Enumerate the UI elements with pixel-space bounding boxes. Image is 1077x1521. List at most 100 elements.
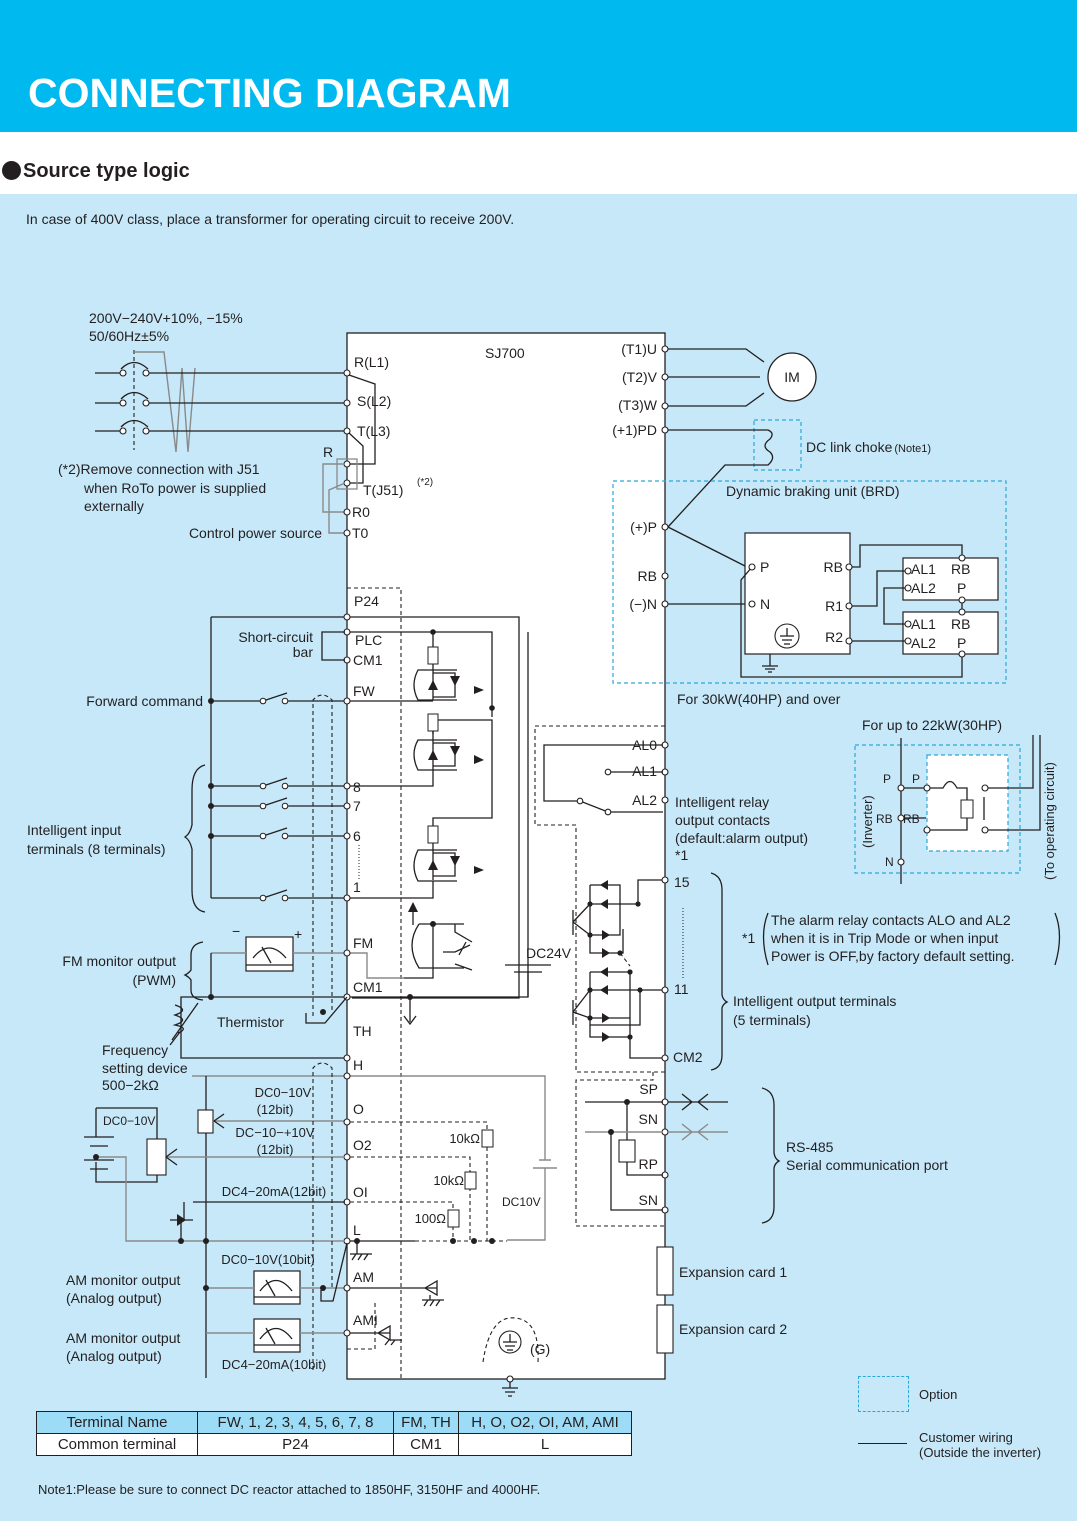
expansion-card-2-label: Expansion card 2 bbox=[679, 1321, 787, 1337]
label-h: H bbox=[353, 1057, 363, 1073]
th-analog: H, O, O2, OI, AM, AMI bbox=[458, 1411, 632, 1434]
main-power-wires bbox=[149, 372, 346, 432]
label-s: S(L2) bbox=[357, 393, 391, 409]
brd-n: N bbox=[760, 596, 770, 612]
dc-choke-icon bbox=[667, 429, 774, 528]
photocoupler-icons bbox=[413, 629, 495, 882]
dc-choke-label: DC link choke(Note1) bbox=[806, 439, 931, 455]
res1-p: P bbox=[957, 580, 966, 596]
fm-monitor-label-1: FM monitor output bbox=[62, 953, 176, 969]
r10k-b-label: 10kΩ bbox=[433, 1173, 464, 1188]
rs485-terminator-resistor bbox=[618, 1139, 636, 1163]
short-circuit-bar bbox=[321, 631, 345, 661]
alarm-note-3: Power is OFF,by factory default setting. bbox=[771, 948, 1015, 964]
input-terminals-label-1: Intelligent input bbox=[27, 822, 121, 838]
output-transistors bbox=[572, 879, 663, 1059]
o2-range-1: DC−10−+10V bbox=[235, 1125, 314, 1140]
subheader-band bbox=[0, 132, 1077, 194]
th-fw-inputs: FW, 1, 2, 3, 4, 5, 6, 7, 8 bbox=[197, 1411, 394, 1434]
res1-al2: AL2 bbox=[911, 580, 936, 596]
legend-wiring-label-2: (Outside the inverter) bbox=[919, 1445, 1042, 1460]
power-spec-1: 200V−240V+10%, −15% bbox=[89, 310, 243, 326]
label-pd: (+1)PD bbox=[612, 422, 657, 438]
label-fm: FM bbox=[353, 935, 373, 951]
brd-rb: RB bbox=[824, 559, 843, 575]
label-w: (T3)W bbox=[618, 397, 658, 413]
j51-note-3: externally bbox=[84, 498, 144, 514]
label-oi: OI bbox=[353, 1184, 368, 1200]
label-ami: AMI bbox=[353, 1312, 378, 1328]
sb-n: N bbox=[885, 855, 894, 869]
dc-choke-option-box bbox=[753, 419, 802, 471]
label-n: (−)N bbox=[629, 596, 657, 612]
ami-range: DC4−20mA(10bit) bbox=[222, 1357, 326, 1372]
sb-operating-label: (To operating circuit) bbox=[1042, 762, 1057, 880]
label-out11: 11 bbox=[674, 981, 689, 997]
control-power-source-label: Control power source bbox=[189, 525, 322, 541]
sb-rb-left: RB bbox=[876, 812, 893, 826]
label-plc: PLC bbox=[355, 632, 382, 648]
resistor-100-oi bbox=[447, 1209, 460, 1228]
label-in6: 6 bbox=[353, 828, 361, 844]
r10k-a-label: 10kΩ bbox=[449, 1131, 480, 1146]
legend-wiring-label: Customer wiring(Outside the inverter) bbox=[919, 1430, 1041, 1460]
am-monitor-label-1: AM monitor output bbox=[66, 1272, 180, 1288]
label-r: R(L1) bbox=[354, 354, 389, 370]
terminal-r bbox=[343, 369, 351, 377]
o-range-1: DC0−10V bbox=[255, 1085, 312, 1100]
label-fw: FW bbox=[353, 683, 376, 699]
inverter-model: SJ700 bbox=[485, 345, 525, 361]
relay-label-3: (default:alarm output) bbox=[675, 830, 808, 846]
brd-resistor-1 bbox=[902, 557, 999, 601]
label-t0: T0 bbox=[352, 525, 369, 541]
scb-label-2: bar bbox=[293, 644, 314, 660]
output-terminals-label-1: Intelligent output terminals bbox=[733, 993, 896, 1009]
label-in8: 8 bbox=[353, 779, 361, 795]
fm-meter-icon bbox=[245, 936, 294, 972]
sb-inverter-label: (Inverter) bbox=[860, 795, 875, 848]
o2-range-2: (12bit) bbox=[257, 1142, 294, 1157]
alarm-note-marker: *1 bbox=[742, 930, 755, 946]
label-u: (T1)U bbox=[621, 341, 657, 357]
alarm-note-2: when it is in Trip Mode or when input bbox=[770, 930, 998, 946]
relay-label-1: Intelligent relay bbox=[675, 794, 769, 810]
res2-al2: AL2 bbox=[911, 635, 936, 651]
res1-rb: RB bbox=[951, 561, 970, 577]
dc0-10v-box-label: DC0−10V bbox=[103, 1114, 155, 1128]
ground-icon bbox=[774, 623, 800, 649]
header-band bbox=[0, 0, 1077, 132]
label-p24: P24 bbox=[354, 593, 379, 609]
label-al1: AL1 bbox=[632, 763, 657, 779]
relay-label-2: output contacts bbox=[675, 812, 770, 828]
am-range: DC0−10V(10bit) bbox=[221, 1252, 315, 1267]
oi-range: DC4−20mA(12bit) bbox=[222, 1184, 326, 1199]
legend-wire-line bbox=[858, 1443, 907, 1444]
label-in1: 1 bbox=[353, 879, 361, 895]
terminal-table: Terminal Name FW, 1, 2, 3, 4, 5, 6, 7, 8… bbox=[36, 1411, 632, 1456]
section-title-text: Source type logic bbox=[23, 160, 190, 182]
label-rp: RP bbox=[639, 1156, 658, 1172]
freq-device-label-1: Frequency bbox=[102, 1042, 168, 1058]
forward-command-label: Forward command bbox=[86, 693, 203, 709]
td-common-terminal: Common terminal bbox=[36, 1433, 198, 1456]
td-cm1: CM1 bbox=[393, 1433, 459, 1456]
label-tj51: T(J51) bbox=[363, 482, 403, 498]
sb-rb-right: RB bbox=[903, 812, 920, 826]
label-rb: RB bbox=[638, 568, 657, 584]
label-o: O bbox=[353, 1101, 364, 1117]
scb-label-1: Short-circuit bbox=[238, 629, 313, 645]
alarm-note-1: The alarm relay contacts ALO and AL2 bbox=[771, 912, 1011, 928]
res2-rb: RB bbox=[951, 616, 970, 632]
j51-note-1: (*2)Remove connection with J51 bbox=[58, 461, 260, 477]
label-r0: R0 bbox=[352, 504, 370, 520]
freq-device-label-3: 500−2kΩ bbox=[102, 1077, 159, 1093]
expansion-card-1-label: Expansion card 1 bbox=[679, 1264, 787, 1280]
terminal-s bbox=[343, 399, 351, 407]
label-cm1a: CM1 bbox=[353, 652, 383, 668]
fm-monitor-label-2: (PWM) bbox=[132, 972, 176, 988]
label-in7: 7 bbox=[353, 798, 361, 814]
terminal-t bbox=[343, 427, 351, 435]
brd-p: P bbox=[760, 559, 769, 575]
td-p24: P24 bbox=[197, 1433, 394, 1456]
